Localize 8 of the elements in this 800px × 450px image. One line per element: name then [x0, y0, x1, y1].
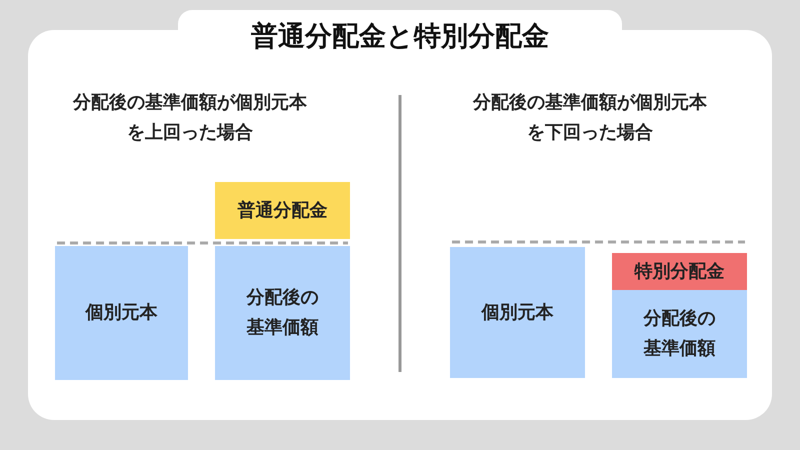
- heading-text: 分配後の基準価額が個別元本を下回った場合: [472, 91, 708, 145]
- value-block: 特別分配金: [612, 253, 747, 290]
- value-block: 分配後の基準価額: [215, 246, 350, 380]
- heading-text: 分配後の基準価額が個別元本を上回った場合: [72, 91, 308, 145]
- value-block: 普通分配金: [215, 182, 350, 239]
- value-block: 分配後の基準価額: [612, 290, 747, 378]
- value-block: 個別元本: [55, 246, 188, 380]
- value-block: 個別元本: [450, 247, 585, 378]
